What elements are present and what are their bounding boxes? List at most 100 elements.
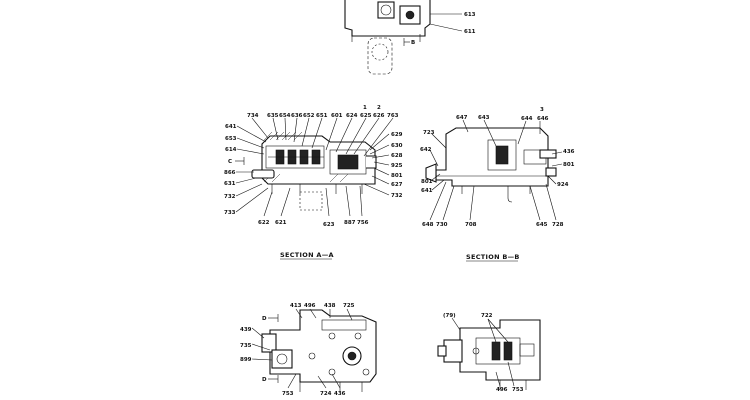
section-aa-title: SECTION A—A bbox=[280, 251, 334, 259]
section-aa-cap bbox=[251, 169, 275, 179]
label-734: 734 bbox=[247, 113, 259, 119]
bottom-left-bolt-1 bbox=[328, 332, 336, 340]
bottom-left-leaders bbox=[251, 308, 353, 389]
section-bb-body bbox=[435, 127, 549, 187]
top-view-ghost-circle bbox=[371, 43, 389, 61]
section-aa-right-leaders bbox=[363, 133, 390, 196]
cut-label-d-top: D bbox=[262, 316, 267, 322]
label-732-right: 732 bbox=[391, 193, 403, 199]
label-601: 601 bbox=[331, 113, 343, 119]
label-728: 728 bbox=[552, 222, 564, 228]
label-654: 654 bbox=[279, 113, 291, 119]
label-924: 924 bbox=[557, 182, 569, 188]
label-647: 647 bbox=[456, 115, 468, 121]
label-735: 735 bbox=[240, 343, 252, 349]
label-756: 756 bbox=[357, 220, 369, 226]
label-625: 625 bbox=[360, 113, 372, 119]
label-730: 730 bbox=[436, 222, 448, 228]
label-866: 866 bbox=[224, 170, 236, 176]
label-626: 626 bbox=[373, 113, 385, 119]
label-413: 413 bbox=[290, 303, 302, 309]
bottom-right-spool-2 bbox=[503, 341, 513, 361]
label-622: 622 bbox=[258, 220, 270, 226]
label-630: 630 bbox=[391, 143, 403, 149]
label-623: 623 bbox=[323, 222, 335, 228]
section-aa: 734 635 654 636 652 651 601 624 625 626 … bbox=[224, 105, 403, 260]
label-641: 641 bbox=[225, 124, 237, 130]
top-view-port-hole bbox=[380, 4, 392, 16]
section-bb-plug-bottom bbox=[545, 167, 557, 177]
cut-label-c: C bbox=[228, 159, 232, 165]
label-496: 496 bbox=[496, 387, 508, 393]
label-732-left: 732 bbox=[224, 194, 236, 200]
bottom-left-port-core bbox=[347, 351, 357, 361]
label-614: 614 bbox=[225, 147, 237, 153]
bottom-left-port bbox=[261, 333, 277, 353]
label-652: 652 bbox=[303, 113, 315, 119]
label-801-left: 801 bbox=[421, 179, 433, 185]
label-722: 722 bbox=[481, 313, 493, 319]
section-bb-plug-top bbox=[539, 149, 557, 159]
label-925: 925 bbox=[391, 163, 403, 169]
label-636: 636 bbox=[291, 113, 303, 119]
label-628: 628 bbox=[391, 153, 403, 159]
section-aa-top-leaders bbox=[251, 117, 394, 157]
label-439: 439 bbox=[240, 327, 252, 333]
bottom-right-spool-1 bbox=[491, 341, 501, 361]
section-bb: 723 647 643 3 644 646 642 436 801 801 64… bbox=[420, 107, 575, 262]
bottom-right-view: (79) 722 753 496 bbox=[437, 313, 541, 393]
section-aa-left-leaders bbox=[235, 125, 269, 213]
label-653: 653 bbox=[225, 136, 237, 142]
bottom-left-bolt-3 bbox=[308, 352, 316, 360]
bottom-right-port bbox=[519, 343, 535, 357]
label-624: 624 bbox=[346, 113, 358, 119]
top-view-ghost bbox=[367, 37, 393, 75]
label-644: 644 bbox=[521, 116, 533, 122]
label-627: 627 bbox=[391, 182, 403, 188]
label-2: 2 bbox=[377, 105, 381, 111]
label-642: 642 bbox=[420, 147, 432, 153]
label-733: 733 bbox=[224, 210, 236, 216]
section-bb-leaders bbox=[429, 119, 563, 221]
bottom-left-bolt-2 bbox=[354, 332, 362, 340]
label-801-right: 801 bbox=[563, 162, 575, 168]
label-651: 651 bbox=[316, 113, 328, 119]
label-646: 646 bbox=[537, 116, 549, 122]
section-aa-poppet bbox=[337, 154, 359, 170]
label-724: 724 bbox=[320, 391, 332, 397]
bottom-right-leaders bbox=[451, 317, 515, 387]
label-1: 1 bbox=[363, 105, 367, 111]
section-aa-ghost bbox=[299, 191, 323, 211]
cut-label-d-bottom: D bbox=[262, 377, 267, 383]
top-view: 613 611 B bbox=[344, 0, 476, 75]
label-611: 611 bbox=[464, 29, 476, 35]
section-bb-title: SECTION B—B bbox=[466, 253, 520, 261]
section-bb-valve-cavity bbox=[487, 139, 517, 171]
bottom-right-bolt bbox=[472, 347, 480, 355]
label-629: 629 bbox=[391, 132, 403, 138]
bottom-right-cap-end bbox=[437, 345, 447, 357]
section-bb-hook bbox=[507, 186, 513, 203]
label-708: 708 bbox=[465, 222, 477, 228]
label-648: 648 bbox=[422, 222, 434, 228]
label-631: 631 bbox=[224, 181, 236, 187]
label-645: 645 bbox=[536, 222, 548, 228]
label-621: 621 bbox=[275, 220, 287, 226]
label-723: 723 bbox=[423, 130, 435, 136]
label-641: 641 bbox=[421, 188, 433, 194]
label-899: 899 bbox=[240, 357, 252, 363]
leader-611 bbox=[429, 23, 463, 32]
bottom-left-view: 413 496 438 725 439 735 899 D D 753 724 … bbox=[240, 303, 377, 397]
top-view-port bbox=[377, 1, 395, 19]
top-view-plug bbox=[405, 10, 415, 20]
label-613: 613 bbox=[464, 12, 476, 18]
label-635: 635 bbox=[267, 113, 279, 119]
label-725: 725 bbox=[343, 303, 355, 309]
section-bb-valve bbox=[495, 145, 509, 165]
bottom-right-cap bbox=[443, 339, 463, 363]
bottom-left-fitting-hole bbox=[276, 353, 288, 365]
section-bb-fitting bbox=[425, 163, 437, 183]
label-643: 643 bbox=[478, 115, 490, 121]
